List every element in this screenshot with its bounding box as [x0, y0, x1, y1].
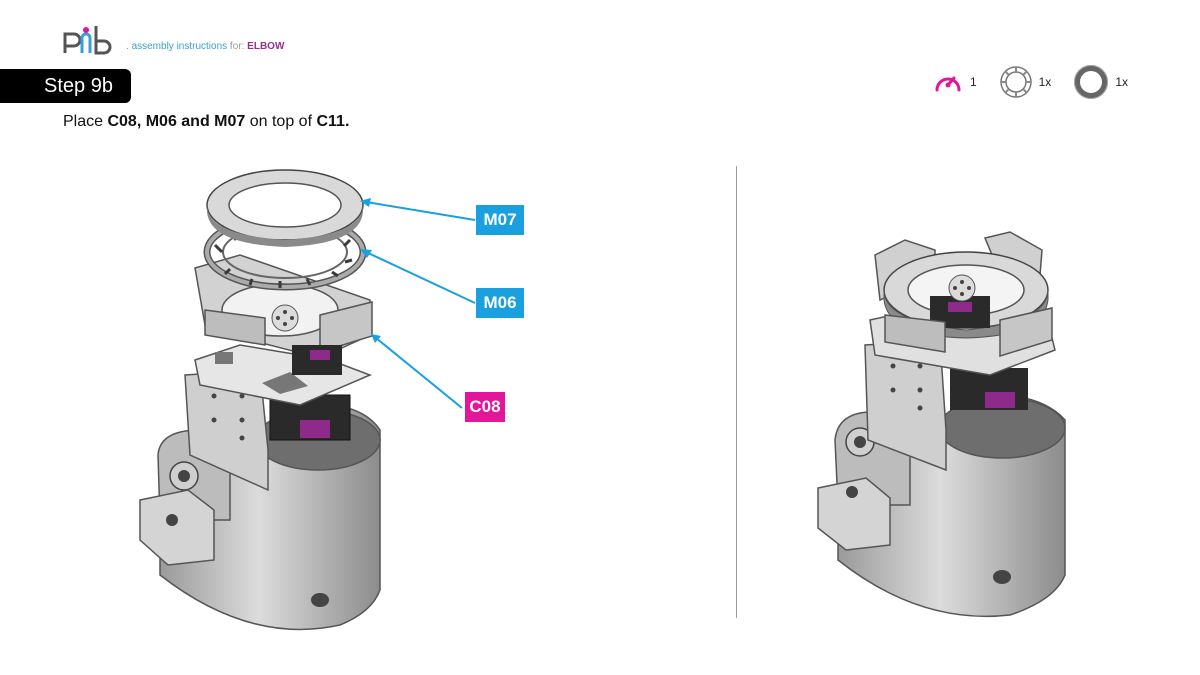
callout-m06: M06	[476, 288, 524, 318]
callout-c08: C08	[465, 392, 505, 422]
part-bearing-cage-qty: 1x	[1038, 75, 1052, 89]
assembled-view	[817, 231, 1066, 618]
callout-m07: M07	[476, 205, 524, 235]
exploded-view	[139, 169, 476, 631]
view-divider	[736, 166, 737, 618]
part-gauge: 1	[932, 70, 977, 94]
bearing-cage-icon	[999, 66, 1032, 98]
parts-needed: 1 1x 1x	[910, 64, 1128, 100]
callout-leaders	[365, 201, 476, 409]
part-washer-ring: 1x	[1073, 64, 1128, 100]
part-washer-ring-qty: 1x	[1115, 75, 1128, 89]
pib-logo-mark	[63, 26, 112, 55]
washer-ring-icon	[1074, 65, 1109, 99]
part-gauge-qty: 1	[969, 75, 977, 89]
part-bearing-cage: 1x	[999, 65, 1052, 99]
pib-logo: . assembly instructions for: ELBOW	[62, 22, 284, 56]
instruction-text: Place C08, M06 and M07 on top of C11.	[63, 113, 350, 130]
gauge-icon	[935, 76, 961, 92]
part-c11-left	[139, 344, 381, 631]
step-badge: Step 9b	[0, 69, 131, 103]
document-subtitle: . assembly instructions for: ELBOW	[126, 41, 285, 52]
part-m07	[206, 169, 364, 247]
